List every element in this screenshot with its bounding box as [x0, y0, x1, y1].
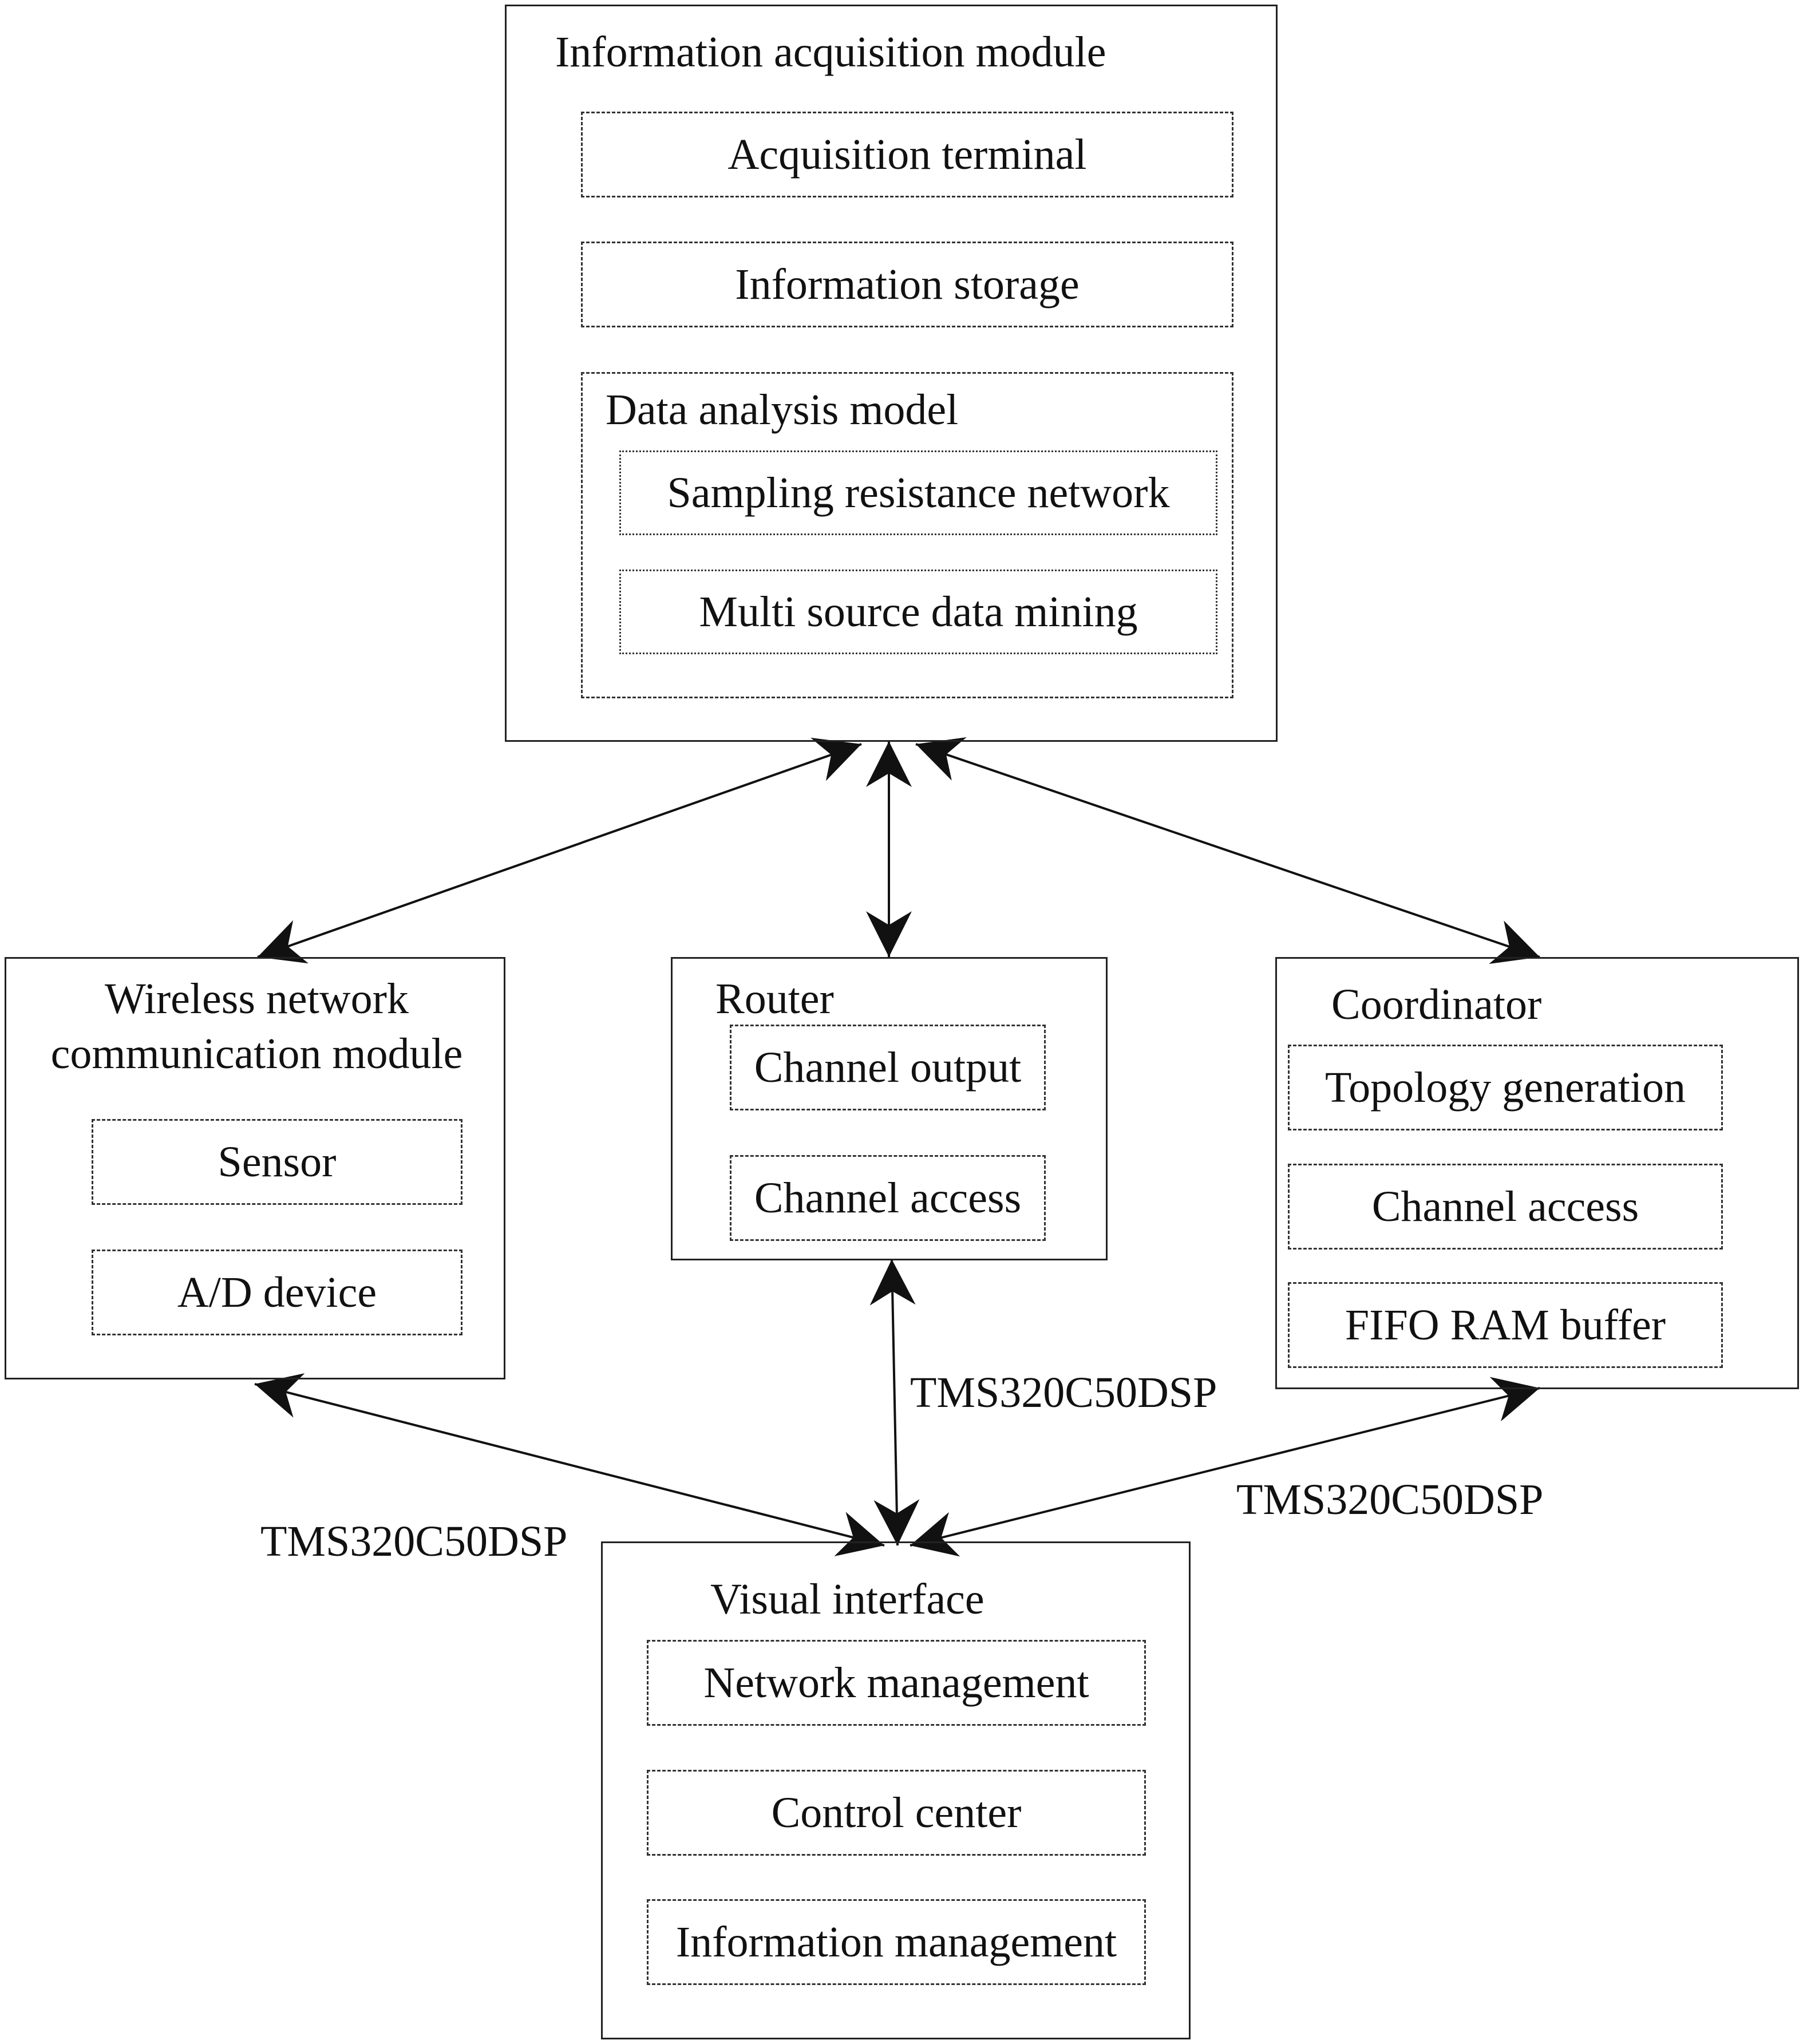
wireless-network-communication-module: Wireless network communication module	[5, 957, 505, 1379]
visual-interface-module: Visual interface	[601, 1541, 1191, 2039]
ad-device: A/D device	[92, 1250, 462, 1335]
edge-coordinator-visual	[910, 1377, 1540, 1557]
router-channel-access: Channel access	[730, 1155, 1046, 1241]
edge-acquisition-coordinator	[915, 737, 1540, 964]
information-management: Information management	[647, 1899, 1146, 1985]
information-acquisition-module: Information acquisition module	[505, 5, 1278, 742]
edge-label-coordinator-visual: TMS320C50DSP	[1236, 1476, 1544, 1524]
router-module: Router	[671, 957, 1108, 1260]
edge-acquisition-wireless	[257, 737, 862, 964]
acquisition-module-title: Information acquisition module	[555, 28, 1106, 76]
multi-source-data-mining: Multi source data mining	[619, 570, 1217, 654]
sensor: Sensor	[92, 1119, 462, 1205]
wireless-module-title-line2: communication module	[50, 1030, 463, 1078]
sampling-resistance-network: Sampling resistance network	[619, 450, 1217, 535]
topology-generation: Topology generation	[1288, 1045, 1723, 1130]
data-analysis-model-title: Data analysis model	[606, 386, 959, 434]
edge-label-router-visual: TMS320C50DSP	[910, 1369, 1217, 1417]
network-management: Network management	[647, 1640, 1146, 1726]
fifo-ram-buffer: FIFO RAM buffer	[1288, 1282, 1723, 1368]
edge-router-visual	[869, 1259, 920, 1546]
coordinator-title: Coordinator	[1331, 981, 1542, 1029]
router-title: Router	[715, 975, 834, 1023]
coordinator-channel-access: Channel access	[1288, 1164, 1723, 1250]
coordinator-module: Coordinator	[1275, 957, 1799, 1389]
information-storage: Information storage	[581, 242, 1233, 327]
edge-wireless-visual	[254, 1373, 885, 1556]
acquisition-terminal: Acquisition terminal	[581, 112, 1233, 197]
control-center: Control center	[647, 1770, 1146, 1856]
data-analysis-model: Data analysis model	[581, 372, 1233, 698]
wireless-module-title-line1: Wireless network	[105, 975, 409, 1023]
edge-label-wireless-visual: TMS320C50DSP	[260, 1517, 568, 1565]
visual-interface-title: Visual interface	[710, 1575, 984, 1623]
router-channel-output: Channel output	[730, 1025, 1046, 1110]
